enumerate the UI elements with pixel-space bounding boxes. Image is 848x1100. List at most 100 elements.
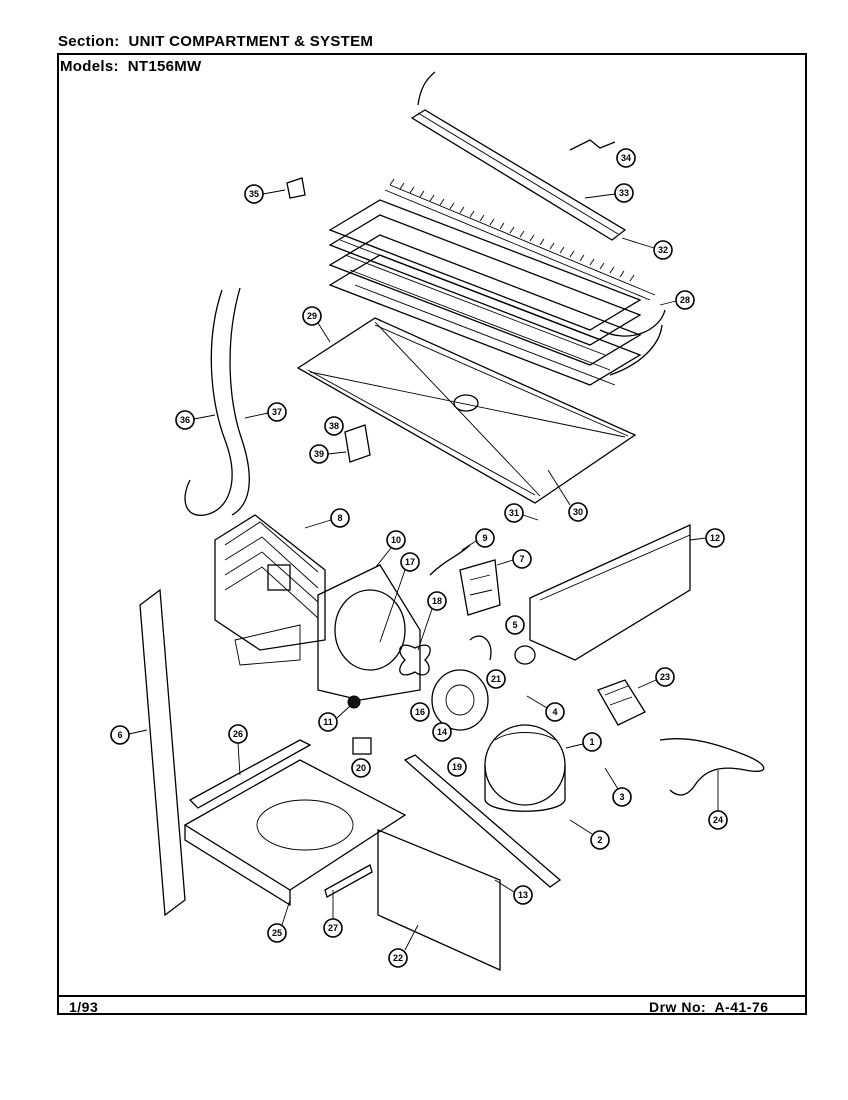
callout-20: 20	[351, 758, 371, 778]
callout-29: 29	[302, 306, 322, 326]
svg-text:6: 6	[117, 730, 122, 740]
callout-4: 4	[545, 702, 565, 722]
capacitor	[514, 645, 536, 665]
svg-text:3: 3	[619, 792, 624, 802]
condenser-coil	[328, 178, 666, 386]
callout-3: 3	[612, 787, 632, 807]
callout-38: 38	[324, 416, 344, 436]
callout-27: 27	[323, 918, 343, 938]
callout-9: 9	[475, 528, 495, 548]
section-value: UNIT COMPARTMENT & SYSTEM	[128, 33, 374, 50]
relay-assembly	[429, 544, 501, 616]
models-value: NT156MW	[127, 58, 202, 75]
clip-34	[569, 139, 616, 151]
terminal-block	[352, 737, 372, 755]
svg-text:27: 27	[328, 923, 338, 933]
callout-32: 32	[653, 240, 673, 260]
side-rail	[188, 739, 312, 809]
svg-text:4: 4	[552, 707, 557, 717]
callout-24: 24	[708, 810, 728, 830]
callout-19: 19	[447, 757, 467, 777]
svg-text:19: 19	[452, 762, 462, 772]
svg-text:38: 38	[329, 421, 339, 431]
drawing-frame: 1/93 Drw No: A-41-76	[57, 53, 807, 1015]
fan-bracket	[317, 564, 421, 701]
back-panel	[529, 523, 691, 661]
drain-pan	[296, 317, 637, 504]
svg-text:21: 21	[491, 674, 501, 684]
tubes	[184, 287, 250, 516]
svg-text:7: 7	[519, 554, 524, 564]
callout-36: 36	[175, 410, 195, 430]
svg-text:22: 22	[393, 953, 403, 963]
callout-1: 1	[582, 732, 602, 752]
callout-31: 31	[504, 503, 524, 523]
base-pan	[183, 759, 407, 907]
drawing-label: Drw No:	[649, 999, 707, 1015]
svg-text:35: 35	[249, 189, 259, 199]
footer-date: 1/93	[69, 999, 99, 1015]
callout-17: 17	[400, 552, 420, 572]
callout-5: 5	[505, 615, 525, 635]
svg-text:26: 26	[233, 729, 243, 739]
callout-2: 2	[590, 830, 610, 850]
svg-text:2: 2	[597, 835, 602, 845]
svg-text:23: 23	[660, 672, 670, 682]
svg-text:20: 20	[356, 763, 366, 773]
top-rail	[410, 71, 627, 241]
callout-30: 30	[568, 502, 588, 522]
svg-text:1: 1	[589, 737, 594, 747]
callout-35: 35	[244, 184, 264, 204]
models-heading: Models: NT156MW	[60, 58, 202, 75]
wire-harness	[659, 738, 765, 796]
svg-text:32: 32	[658, 245, 668, 255]
callout-8: 8	[330, 508, 350, 528]
svg-text:28: 28	[680, 295, 690, 305]
callout-10: 10	[386, 530, 406, 550]
bracket-27	[324, 864, 373, 898]
svg-text:5: 5	[512, 620, 517, 630]
svg-text:17: 17	[405, 557, 415, 567]
footer-drawing-number: Drw No: A-41-76	[649, 999, 769, 1015]
section-label: Section:	[58, 33, 120, 50]
svg-text:39: 39	[314, 449, 324, 459]
bottom-cover	[377, 829, 501, 972]
callout-34: 34	[616, 148, 636, 168]
callout-33: 33	[614, 183, 634, 203]
svg-text:18: 18	[432, 596, 442, 606]
svg-text:14: 14	[437, 727, 447, 737]
drawing-number-value: A-41-76	[714, 999, 769, 1015]
fan-shroud	[214, 514, 326, 666]
callout-14: 14	[432, 722, 452, 742]
svg-text:29: 29	[307, 311, 317, 321]
callout-11: 11	[318, 712, 338, 732]
callout-22: 22	[388, 948, 408, 968]
svg-text:12: 12	[710, 533, 720, 543]
callout-12: 12	[705, 528, 725, 548]
callout-18: 18	[427, 591, 447, 611]
left-panel	[139, 588, 186, 917]
compressor-rail	[403, 754, 562, 888]
svg-text:34: 34	[621, 153, 631, 163]
callout-13: 13	[513, 885, 533, 905]
grommet	[347, 695, 361, 709]
clip-35	[286, 177, 306, 199]
callout-6: 6	[110, 725, 130, 745]
svg-text:25: 25	[272, 928, 282, 938]
callout-23: 23	[655, 667, 675, 687]
defrost-timer	[597, 679, 646, 726]
callout-7: 7	[512, 549, 532, 569]
svg-text:11: 11	[323, 717, 333, 727]
footer-divider	[59, 995, 805, 997]
svg-text:9: 9	[482, 533, 487, 543]
fan-motor	[399, 635, 492, 731]
section-heading: Section: UNIT COMPARTMENT & SYSTEM	[58, 33, 373, 50]
callout-26: 26	[228, 724, 248, 744]
svg-text:10: 10	[391, 535, 401, 545]
svg-text:30: 30	[573, 507, 583, 517]
svg-text:37: 37	[272, 407, 282, 417]
callout-28: 28	[675, 290, 695, 310]
clip-38	[344, 424, 371, 463]
svg-text:16: 16	[415, 707, 425, 717]
